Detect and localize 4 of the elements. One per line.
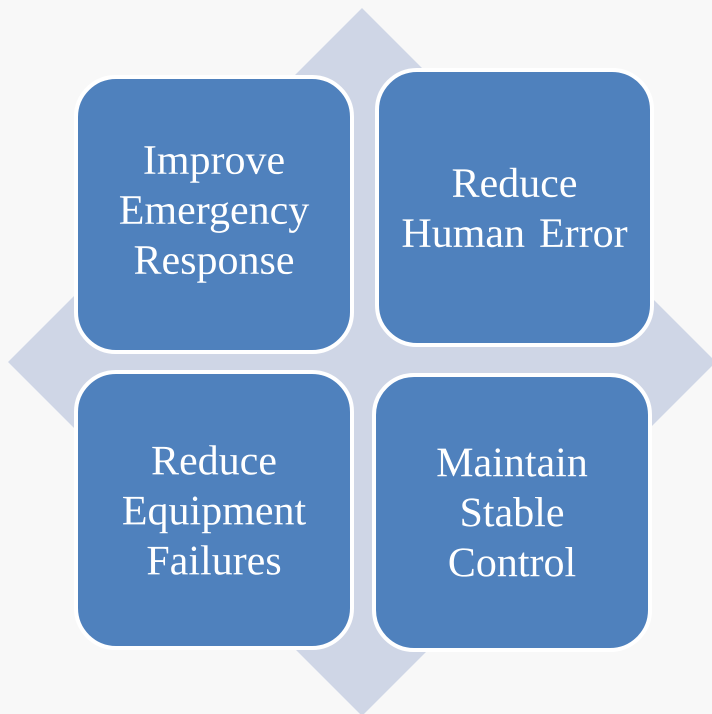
rounded-box: Maintain Stable Control [372, 373, 652, 652]
rounded-box: Reduce Equipment Failures [74, 370, 354, 650]
rounded-box: Improve Emergency Response [74, 75, 354, 354]
rounded-box: Reduce Human Error [375, 68, 654, 347]
